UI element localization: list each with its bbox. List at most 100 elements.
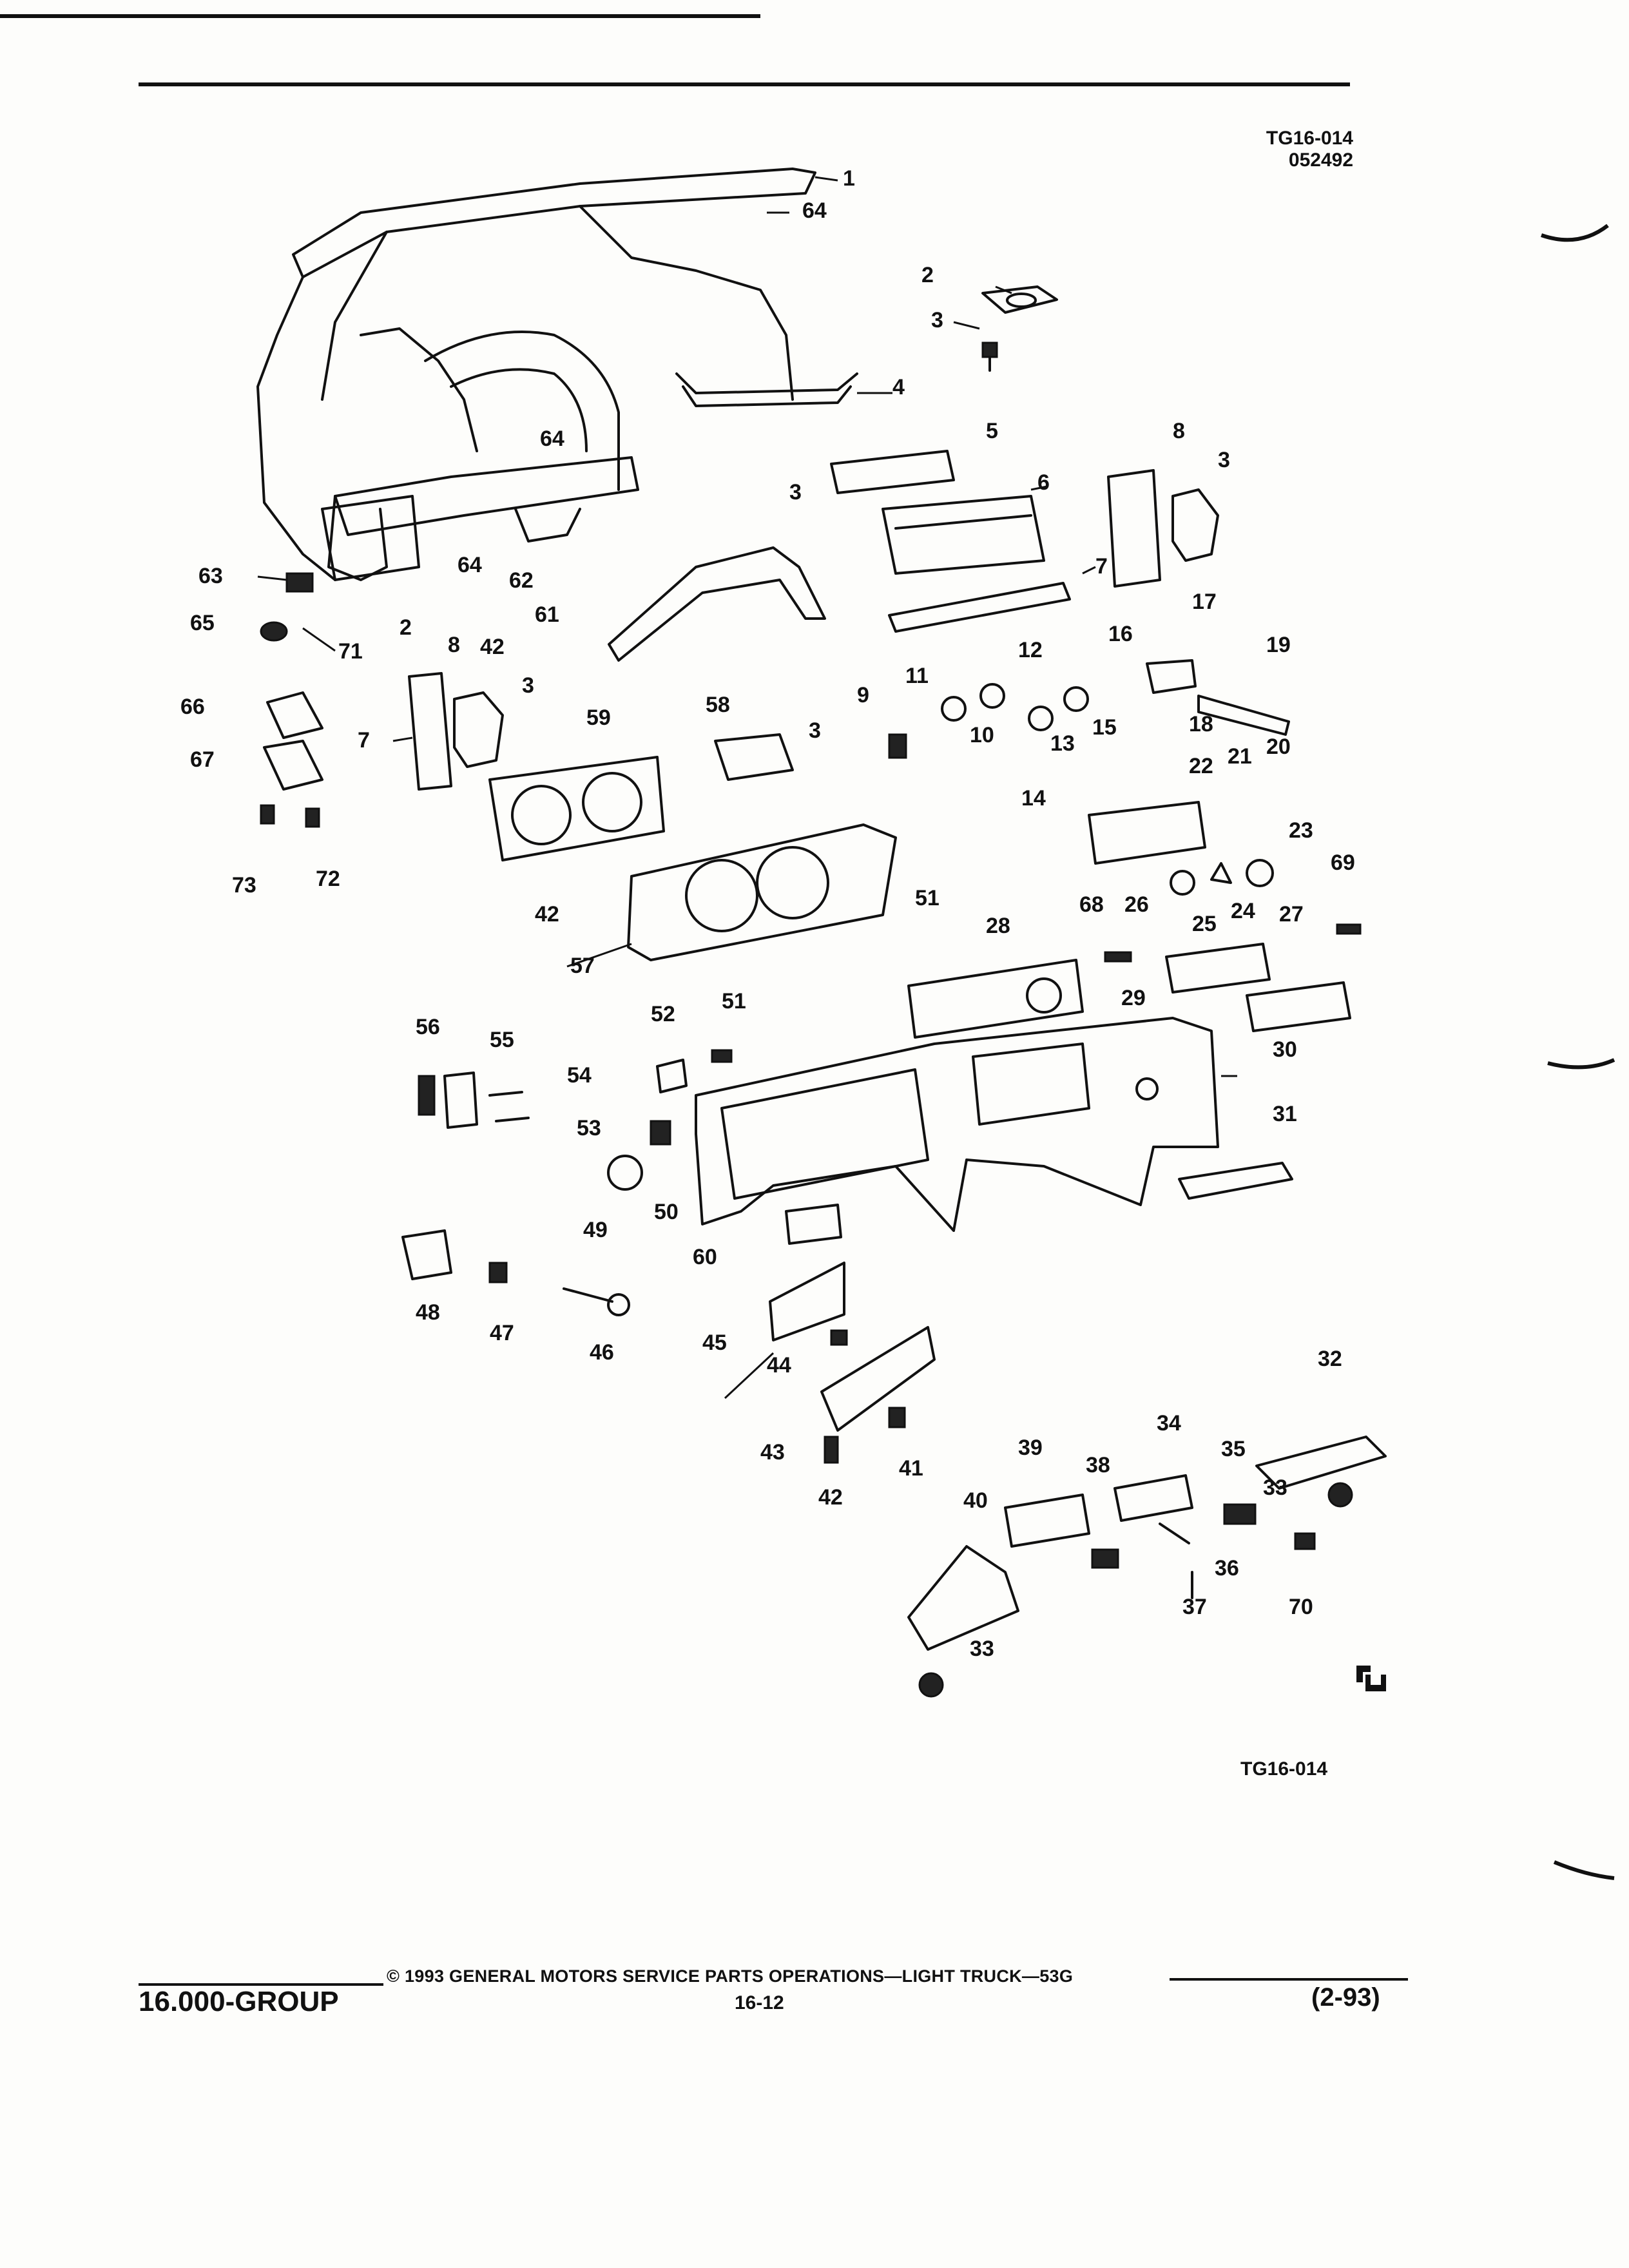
- callout: 2: [921, 263, 934, 287]
- callout: 9: [857, 683, 869, 707]
- part-52-56-switches: [418, 1049, 733, 1129]
- top-left-edge-line: [0, 14, 760, 18]
- callout: 21: [1228, 744, 1252, 769]
- callout: 26: [1124, 892, 1149, 917]
- callout: 64: [802, 198, 827, 223]
- callout: 17: [1192, 590, 1217, 614]
- margin-mark-1: [1541, 224, 1609, 242]
- footer-rule-left: [139, 1983, 383, 1986]
- part-49-50-knobs: [607, 1120, 671, 1191]
- footer-revision: (2-93): [1311, 1983, 1380, 2012]
- callout: 69: [1331, 850, 1355, 875]
- callout: 42: [535, 902, 559, 927]
- callout: 41: [899, 1456, 923, 1481]
- callout: 1: [843, 166, 855, 191]
- callout: 13: [1050, 731, 1075, 756]
- figure-date: 052492: [1288, 149, 1353, 171]
- callout: 32: [1318, 1347, 1342, 1371]
- callout: 73: [232, 873, 256, 898]
- part-7-vent-left: [408, 672, 452, 791]
- callout: 47: [490, 1321, 514, 1345]
- callout: 30: [1273, 1037, 1297, 1062]
- callout: 11: [905, 664, 929, 688]
- part-66-67-brackets: [263, 691, 323, 791]
- part-41-42-fasteners: [824, 1407, 906, 1464]
- callout: 68: [1079, 892, 1104, 917]
- callout: 7: [358, 728, 370, 753]
- part-71-screw: [260, 621, 288, 642]
- callout: 4: [892, 375, 905, 399]
- header-rule: [139, 82, 1350, 86]
- callout: 71: [338, 639, 363, 664]
- callout: 3: [931, 308, 943, 332]
- callout: 42: [818, 1485, 843, 1510]
- footer-copyright: © 1993 GENERAL MOTORS SERVICE PARTS OPER…: [387, 1966, 1074, 1986]
- callout: 5: [986, 419, 998, 443]
- callout: 6: [1037, 470, 1050, 495]
- callout: 64: [458, 553, 482, 577]
- part-61-bracket: [608, 546, 826, 662]
- callout: 18: [1189, 712, 1213, 736]
- callout: 33: [1263, 1475, 1287, 1500]
- callout-labels: 1 64 2 3 4 5 6 3 8 3 7 64 63 64 62 61 65…: [180, 166, 1355, 1661]
- callout: 42: [480, 635, 505, 659]
- callout: 25: [1192, 912, 1217, 936]
- part-32-35-lower: [1004, 1436, 1387, 1548]
- callout: 55: [490, 1028, 514, 1052]
- callout: 16: [1108, 622, 1133, 646]
- part-43-45-covers: [769, 1262, 936, 1432]
- part-68-69-clips: [1104, 923, 1362, 963]
- part-7-vent: [888, 469, 1161, 633]
- callout: 37: [1182, 1595, 1207, 1619]
- callout: 12: [1018, 638, 1043, 662]
- callout: 20: [1266, 735, 1291, 759]
- callout: 48: [416, 1300, 440, 1325]
- callout: 72: [316, 867, 340, 891]
- callout: 29: [1121, 986, 1146, 1010]
- part-3-screw: [981, 341, 998, 372]
- callout: 59: [586, 706, 611, 730]
- bottom-figure-code: TG16-014: [1240, 1758, 1327, 1780]
- part-28-switch-kit: [907, 959, 1084, 1039]
- part-59-cluster: [488, 756, 665, 861]
- callout: 60: [693, 1245, 717, 1269]
- callout: 3: [522, 673, 534, 698]
- part-23-25-knobs: [1170, 859, 1274, 896]
- callout: 40: [963, 1488, 988, 1513]
- callout: 24: [1231, 899, 1255, 923]
- dash-panel-assembly: [256, 168, 858, 581]
- callout: 28: [986, 914, 1010, 938]
- callout: 22: [1189, 754, 1213, 778]
- part-9-14-controls: [888, 683, 1089, 759]
- callout: 44: [767, 1353, 791, 1378]
- callout: 66: [180, 695, 205, 719]
- callout: 70: [1289, 1595, 1313, 1619]
- callout: 43: [760, 1440, 785, 1465]
- part-57-bezel: [627, 823, 897, 961]
- callout: 38: [1086, 1453, 1110, 1477]
- part-5-bezel: [830, 450, 955, 494]
- leader-lines: [257, 176, 1237, 1399]
- part-63-64-bracket: [321, 495, 420, 581]
- callout: 19: [1266, 633, 1291, 657]
- part-8-vent-left: [453, 691, 504, 768]
- continued-mark: [1356, 1666, 1386, 1691]
- callout: 45: [702, 1331, 727, 1355]
- callout: 33: [970, 1637, 994, 1661]
- callout: 67: [190, 747, 215, 772]
- callout: 49: [583, 1218, 608, 1242]
- callout: 65: [190, 611, 215, 635]
- part-26-27-bezels: [1165, 943, 1351, 1032]
- callout: 7: [1095, 554, 1108, 579]
- callout: 51: [722, 989, 746, 1014]
- callout: 8: [1173, 419, 1185, 443]
- footer-page-number: 16-12: [735, 1992, 784, 2013]
- callout: 52: [651, 1002, 675, 1026]
- margin-mark-3: [1553, 1860, 1615, 1880]
- part-8-vent-upper: [1171, 488, 1219, 562]
- callout: 36: [1215, 1556, 1239, 1581]
- footer-group: 16.000-GROUP: [139, 1986, 339, 2017]
- margin-mark-2: [1547, 1058, 1615, 1070]
